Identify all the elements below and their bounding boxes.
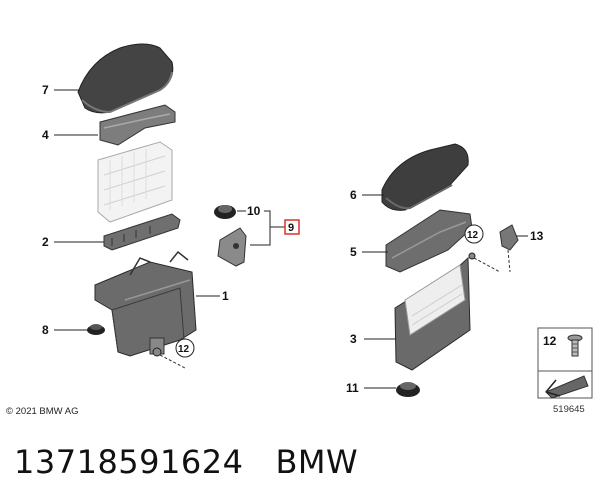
part-12-screw-left[interactable] [152,347,186,369]
callout-2[interactable]: 2 [42,235,49,249]
part-5-seal[interactable] [385,209,473,273]
copyright-text: © 2021 BMW AG [6,406,79,417]
part-caption: 13718591624 BMW [14,443,358,481]
part-8-grommet[interactable] [87,324,105,335]
callout-12-left[interactable]: 12 [178,344,190,355]
diagram-reference-number: 519645 [553,404,585,415]
callout-9-box [284,219,300,235]
callout-3[interactable]: 3 [350,332,357,346]
callout-5[interactable]: 5 [350,245,357,259]
part-3-housing[interactable] [394,256,471,371]
callout-13[interactable]: 13 [530,229,544,243]
caption-part-number: 13718591624 [14,443,244,481]
part-4-seal[interactable] [99,104,176,146]
callout-7[interactable]: 7 [42,83,49,97]
parts-diagram: 7 4 2 8 1 10 9 12 6 5 3 11 12 13 12 [42,43,593,399]
screw-icon [567,334,583,357]
part-6-cover[interactable] [381,143,469,211]
leader-lines [54,89,528,389]
arrow-icon [545,375,589,399]
control-module[interactable] [97,141,173,223]
part-10-grommet[interactable] [214,205,236,219]
part-9-bracket[interactable] [217,227,247,267]
part-2-bracket[interactable] [103,213,181,251]
callout-6[interactable]: 6 [350,188,357,202]
legend-key: 12 [537,327,593,399]
callout-8[interactable]: 8 [42,323,49,337]
part-7-cover[interactable] [77,43,174,114]
callout-12-right[interactable]: 12 [467,230,479,241]
part-1-holder[interactable] [94,250,197,357]
callout-12-circle-left [175,338,195,358]
callout-12-circle-right [464,224,484,244]
part-13-clip[interactable] [499,224,519,273]
callout-10[interactable]: 10 [247,204,261,218]
legend-12: 12 [543,334,557,348]
callout-1[interactable]: 1 [222,289,229,303]
part-11-grommet[interactable] [396,382,420,397]
callout-9[interactable]: 9 [288,222,294,234]
callout-11[interactable]: 11 [346,381,359,395]
callout-4[interactable]: 4 [42,128,49,142]
part-12-screw-right[interactable] [468,252,501,273]
caption-brand: BMW [275,443,359,481]
